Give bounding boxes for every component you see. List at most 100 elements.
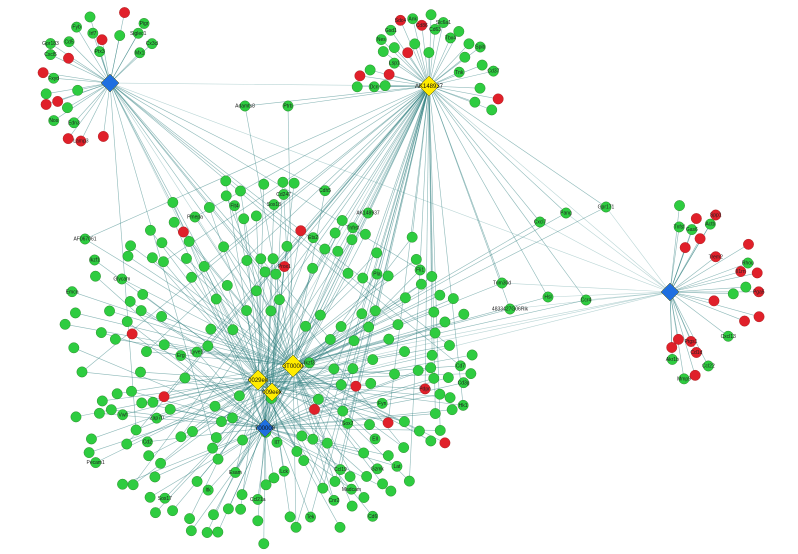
gene-node-up: [425, 9, 437, 21]
gene-node-up: [79, 233, 91, 245]
edge: [271, 314, 321, 393]
gene-label: Lck: [280, 469, 288, 475]
hub-label: 0029ek: [248, 378, 269, 384]
edge: [257, 379, 405, 422]
gene-node-up: [45, 49, 56, 60]
gene-label: Slc6a1: [436, 20, 452, 26]
edge: [428, 85, 549, 298]
gene-label: Cd86: [416, 23, 428, 29]
gene-node-up: [429, 23, 441, 35]
gene-node-up: [382, 450, 394, 462]
edge: [669, 291, 734, 295]
edge: [669, 262, 748, 293]
edge: [292, 365, 336, 482]
gene-node-up: [704, 218, 716, 230]
gene-node-up: [434, 289, 446, 301]
hub-label: AK148937: [415, 84, 444, 90]
gene-node-up: [425, 435, 437, 447]
edge: [109, 12, 125, 84]
gene-node-up: [130, 424, 142, 436]
gene-label: 4833427G06Rik: [492, 307, 529, 313]
edge: [130, 245, 294, 367]
edge: [163, 85, 430, 262]
gene-label: Ccr4: [581, 298, 592, 304]
edge: [428, 85, 464, 406]
edge: [257, 184, 265, 381]
edge: [81, 371, 273, 393]
gene-label: Spib: [475, 45, 485, 51]
gene-node-up: [87, 27, 99, 39]
gene-label: Ell: [372, 437, 378, 443]
gene-label: Trem2: [709, 254, 723, 260]
edge: [209, 207, 273, 393]
gene-node-down: [309, 403, 320, 415]
gene-label: Cx3cl: [146, 41, 159, 47]
edge: [80, 82, 111, 142]
gene-node-up: [268, 472, 280, 484]
edge: [400, 20, 430, 87]
gene-label: Pga5: [753, 289, 765, 295]
gene-node-up: [66, 286, 78, 298]
gene-node-up: [48, 72, 60, 84]
gene-node-up: [375, 34, 387, 45]
gene-node-up: [203, 202, 215, 213]
gene-label: Pang: [560, 211, 572, 217]
gene-node-up: [122, 250, 134, 262]
gene-node-up: [250, 210, 262, 222]
gene-label: Ikzf1: [89, 258, 100, 264]
gene-label: Ptx3: [95, 49, 105, 55]
gene-node-up: [86, 433, 97, 445]
gene-node-up: [270, 268, 282, 280]
edge: [428, 22, 444, 87]
gene-node-up: [446, 404, 458, 416]
gene-node-down: [710, 251, 722, 263]
gene-label: Cd2: [143, 439, 152, 445]
edge: [428, 85, 671, 293]
gene-node-down: [75, 135, 87, 147]
gene-label: Lat: [393, 464, 401, 470]
gene-node-up: [388, 57, 400, 69]
gene-node-down: [708, 295, 720, 307]
gene-node-up: [290, 521, 302, 533]
gene-node-up: [277, 176, 289, 188]
edge: [207, 427, 266, 491]
edge: [292, 212, 567, 367]
edge: [411, 85, 430, 238]
gene-label: Ccl19: [334, 467, 347, 473]
gene-node-up: [223, 503, 234, 515]
gene-node-up: [229, 467, 241, 478]
edge: [669, 291, 696, 376]
gene-node-up: [221, 279, 233, 291]
edge: [383, 51, 430, 87]
edge: [109, 82, 671, 293]
gene-node-down: [739, 315, 750, 327]
edge: [109, 82, 335, 501]
gene-node-up: [207, 442, 218, 454]
gene-label: Sox18: [267, 202, 281, 208]
gene-node-up: [159, 492, 171, 504]
gene-node-up: [48, 115, 60, 126]
gene-node-up: [392, 319, 404, 330]
gene-node-up: [189, 211, 201, 223]
gene-node-up: [181, 253, 192, 264]
gene-node-up: [580, 294, 592, 306]
gene-node-up: [371, 463, 383, 475]
gene-node-up: [371, 268, 383, 280]
edge: [228, 427, 266, 509]
gene-node-up: [255, 253, 267, 265]
gene-label: Cnr2: [329, 498, 340, 504]
edge: [669, 291, 729, 337]
edge: [334, 85, 430, 482]
gene-node-up: [227, 324, 239, 336]
gene-node-down: [52, 95, 64, 107]
gene-node-up: [359, 228, 371, 240]
edge: [67, 82, 111, 139]
gene-node-up: [147, 396, 159, 408]
gene-node-up: [357, 272, 369, 284]
edge: [194, 216, 294, 367]
gene-node-up: [191, 346, 203, 358]
gene-node-up: [134, 47, 146, 59]
edge: [669, 226, 680, 293]
gene-node-up: [300, 320, 312, 332]
